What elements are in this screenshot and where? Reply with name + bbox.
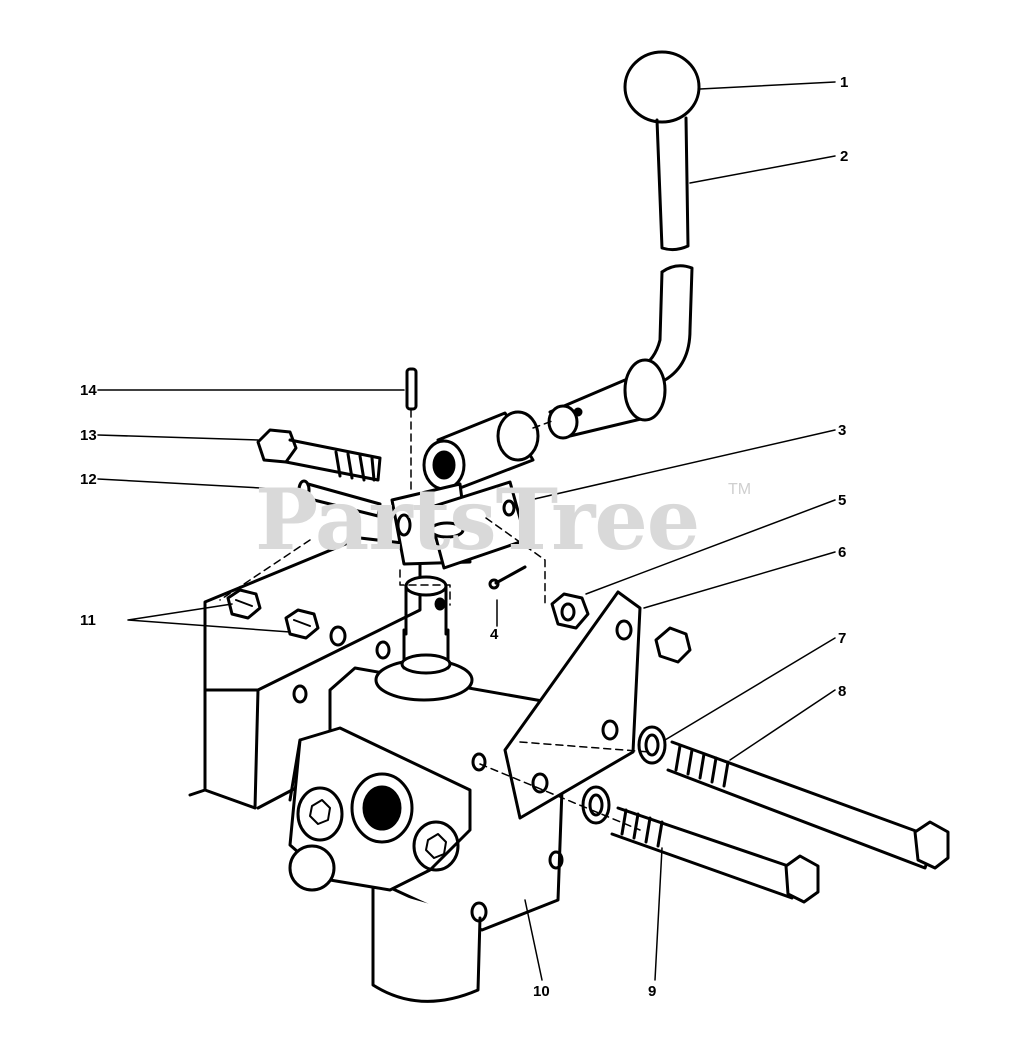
bushing	[422, 410, 540, 491]
handle-knob	[623, 50, 701, 124]
alignment-lines	[219, 409, 651, 831]
pin-12	[297, 479, 382, 518]
nut-right	[654, 626, 692, 664]
mounting-plate	[503, 590, 642, 820]
callout-6: 6	[838, 544, 847, 561]
callout-5: 5	[838, 492, 847, 509]
parts-tree-watermark: PartsTree	[255, 470, 700, 569]
washers	[581, 725, 667, 825]
bolt-8	[666, 740, 950, 870]
valve-body	[288, 575, 567, 1003]
bolt-9	[610, 806, 820, 904]
callout-9: 9	[648, 983, 657, 1000]
link-plates	[390, 480, 528, 570]
callout-7: 7	[838, 630, 847, 647]
callout-12: 12	[80, 471, 97, 488]
nut-5	[550, 592, 590, 630]
callout-4: 4	[490, 626, 499, 643]
callout-3: 3	[838, 422, 847, 439]
cotter-pin	[488, 565, 527, 590]
callout-13: 13	[80, 427, 97, 444]
hex-nut-icon	[226, 588, 320, 640]
roll-pin-14	[405, 367, 418, 411]
callout-1: 1	[840, 74, 849, 91]
bolt-13	[256, 428, 382, 482]
callout-8: 8	[838, 683, 847, 700]
leader-lines	[97, 81, 836, 981]
callout-10: 10	[533, 983, 550, 1000]
callout-2: 2	[840, 148, 849, 165]
lever-rod	[547, 116, 694, 440]
trademark-mark: TM	[728, 481, 752, 498]
callout-14: 14	[80, 382, 97, 399]
callout-11: 11	[80, 612, 96, 629]
